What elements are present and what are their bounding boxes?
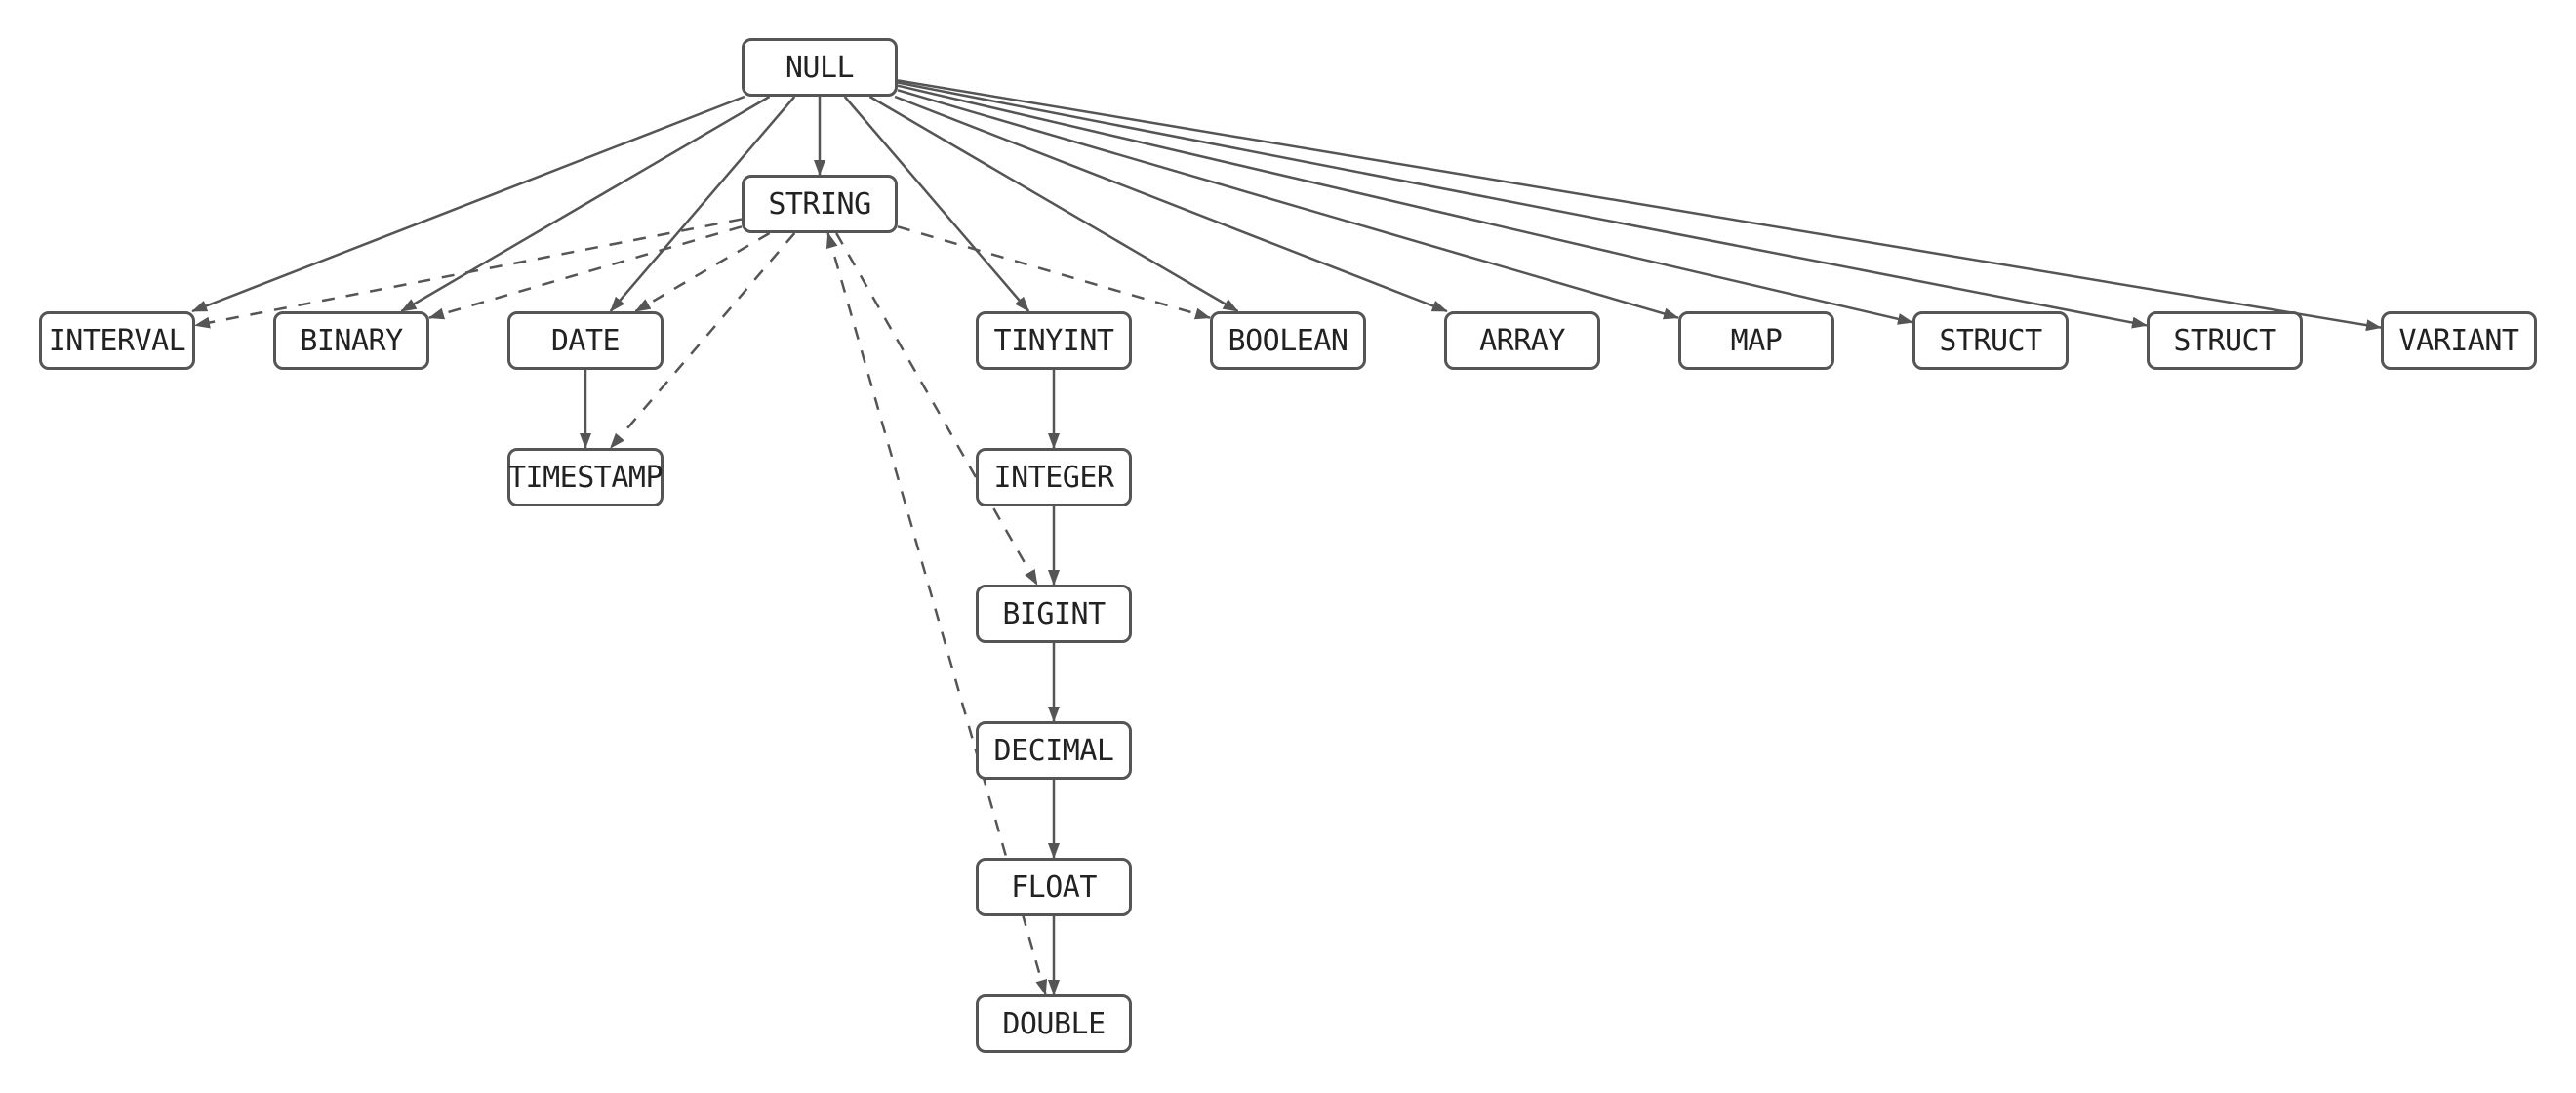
node-label: STRUCT — [1939, 323, 2042, 358]
edge-null-struct2 — [897, 81, 2148, 329]
node-label: TIMESTAMP — [507, 460, 664, 495]
edge-null-array — [894, 95, 1448, 313]
node-variant: VARIANT — [2381, 311, 2537, 370]
node-boolean: BOOLEAN — [1210, 311, 1366, 370]
node-null: NULL — [742, 38, 898, 97]
node-label: ARRAY — [1479, 323, 1565, 358]
edge-null-date — [609, 96, 796, 312]
node-label: STRING — [768, 186, 871, 222]
node-binary: BINARY — [273, 311, 429, 370]
edge-null-boolean — [868, 95, 1239, 313]
edge-null-map — [897, 89, 1679, 320]
edge-string-binary — [428, 225, 743, 320]
node-double: DOUBLE — [976, 994, 1132, 1053]
node-label: BIGINT — [1002, 596, 1106, 631]
node-label: VARIANT — [2398, 323, 2519, 358]
node-struct1: STRUCT — [1912, 311, 2069, 370]
edge-null-struct1 — [897, 84, 1913, 325]
node-label: INTERVAL — [48, 323, 186, 358]
node-integer: INTEGER — [976, 448, 1132, 506]
node-decimal: DECIMAL — [976, 721, 1132, 780]
node-map: MAP — [1678, 311, 1834, 370]
node-label: BINARY — [300, 323, 403, 358]
node-label: INTEGER — [993, 460, 1114, 495]
edge-null-binary — [400, 95, 771, 313]
node-label: FLOAT — [1011, 870, 1097, 905]
edge-string-boolean — [897, 225, 1211, 320]
edge-null-variant — [897, 79, 2382, 332]
node-string: STRING — [742, 175, 898, 233]
node-float: FLOAT — [976, 858, 1132, 916]
node-label: DECIMAL — [993, 733, 1114, 768]
edge-null-interval — [191, 95, 745, 313]
node-label: DATE — [550, 323, 621, 358]
node-date: DATE — [507, 311, 664, 370]
node-label: MAP — [1730, 323, 1783, 358]
node-label: NULL — [785, 50, 855, 85]
node-label: DOUBLE — [1002, 1006, 1106, 1041]
node-struct2: STRUCT — [2147, 311, 2303, 370]
edge-string-interval — [194, 218, 743, 329]
node-timestamp: TIMESTAMP — [507, 448, 664, 506]
node-tinyint: TINYINT — [976, 311, 1132, 370]
node-bigint: BIGINT — [976, 585, 1132, 643]
node-label: BOOLEAN — [1228, 323, 1348, 358]
node-label: STRUCT — [2173, 323, 2276, 358]
node-interval: INTERVAL — [39, 311, 195, 370]
node-label: TINYINT — [993, 323, 1114, 358]
edge-string-date — [634, 231, 771, 313]
node-array: ARRAY — [1444, 311, 1600, 370]
